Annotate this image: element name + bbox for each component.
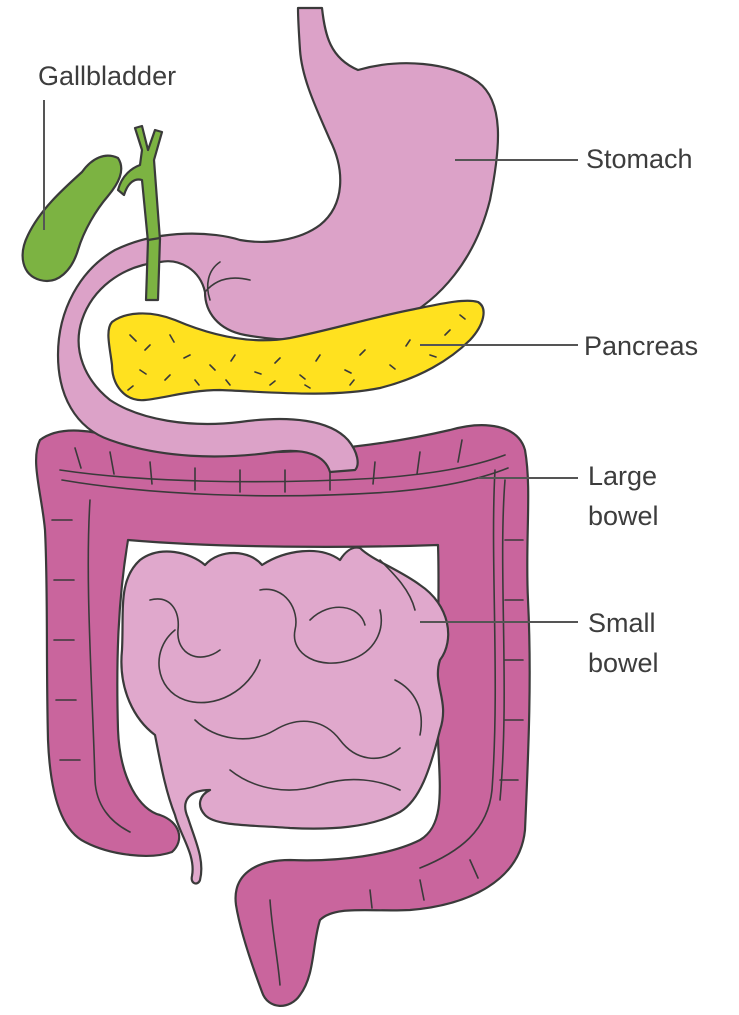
stomach-label-text: Stomach [586,139,693,179]
small-bowel-label-line-2: bowel [588,643,659,683]
large-bowel-label: Large bowel [588,456,659,536]
common-bile-duct [146,238,160,300]
stomach-label: Stomach [586,139,693,179]
gallbladder-label: Gallbladder [38,56,176,96]
pancreas-label: Pancreas [584,326,698,366]
small-bowel-label-line-1: Small [588,603,659,643]
large-bowel-label-line-1: Large [588,456,659,496]
bile-duct-shape [118,126,162,242]
pancreas-label-text: Pancreas [584,326,698,366]
small-bowel-label: Small bowel [588,603,659,683]
large-bowel-label-line-2: bowel [588,496,659,536]
gallbladder-label-text: Gallbladder [38,56,176,96]
